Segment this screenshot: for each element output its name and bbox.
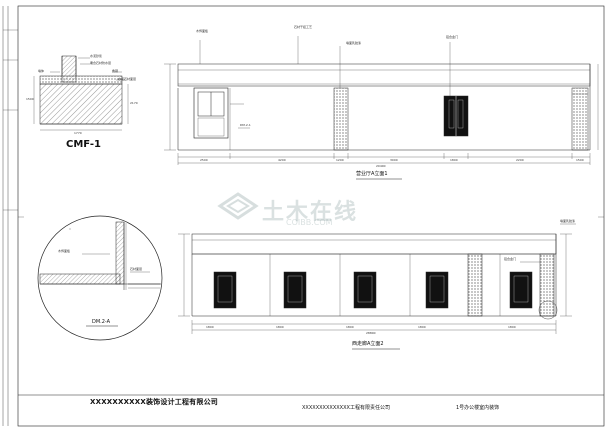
elev1-note: 墙面乳胶漆 [346,41,362,45]
elev1-note: 铝合金门 [446,35,459,39]
company-name: XXXXXXXXXX装饰设计工程有限公司 [90,398,218,406]
detail2-note: 石材面层 [130,267,143,271]
elev1-dim: 2500 [200,158,208,162]
elev2-dim: 1800 [418,325,426,329]
client-name: XXXXXXXXXXXXXX工程有限责任公司 [302,405,390,411]
elev1-total: 20400 [376,164,386,168]
elev2-dim: 1800 [346,325,354,329]
detail-dim: 1500 [26,97,34,101]
detail-label: 墙体 [38,69,45,73]
elev1-dim: 1200 [336,158,344,162]
detail-cmf1 [33,55,129,131]
elev1-dim: 2200 [516,158,524,162]
detail-dim: 2170 [130,101,138,105]
elev1-dim: 3000 [390,158,398,162]
elev2-dim: 1800 [276,325,284,329]
detail2-label: DM.2-A [92,319,111,325]
elev1-dim: 1500 [576,158,584,162]
elev2-note: 墙面乳胶漆 [560,219,576,223]
elev2-note: 铝合金门 [504,257,517,261]
elevation-1 [164,36,599,180]
detail-label: 覆合石材防水层 [90,61,112,65]
corridor-doors [213,271,533,309]
detail-circle [37,215,163,341]
elev2-total: 28800 [366,331,376,335]
sheet-border [2,5,605,427]
watermark-sub: COIBB.COM [286,218,333,227]
elev1-note: 石材干挂工艺 [294,25,313,29]
detail-label: 角钢 [112,69,119,73]
elev1-callout: DM.2-1 [240,123,251,127]
elev2-title: 西走廊A立面2 [352,341,384,347]
project-name: 1号办公楼室内装饰 [456,405,500,411]
elev1-dim: 1800 [450,158,458,162]
detail-dim: 1770 [74,131,82,135]
elev1-title: 营业厅A立面1 [356,171,388,177]
detail2-note: 木饰面板 [58,249,71,253]
detail-label: 水泥砂浆 [90,54,103,58]
detail-label: 水泥石材面层 [118,77,137,81]
elev1-note: 木饰面板 [196,29,209,33]
elev1-dim: 4200 [278,158,286,162]
elevation-2 [178,223,576,350]
watermark-logo [217,192,259,220]
elev2-dim: 1800 [206,325,214,329]
elev2-dim: 1800 [508,325,516,329]
detail-title: CMF-1 [66,139,101,150]
watermark-text: 土木在线 [262,200,359,225]
